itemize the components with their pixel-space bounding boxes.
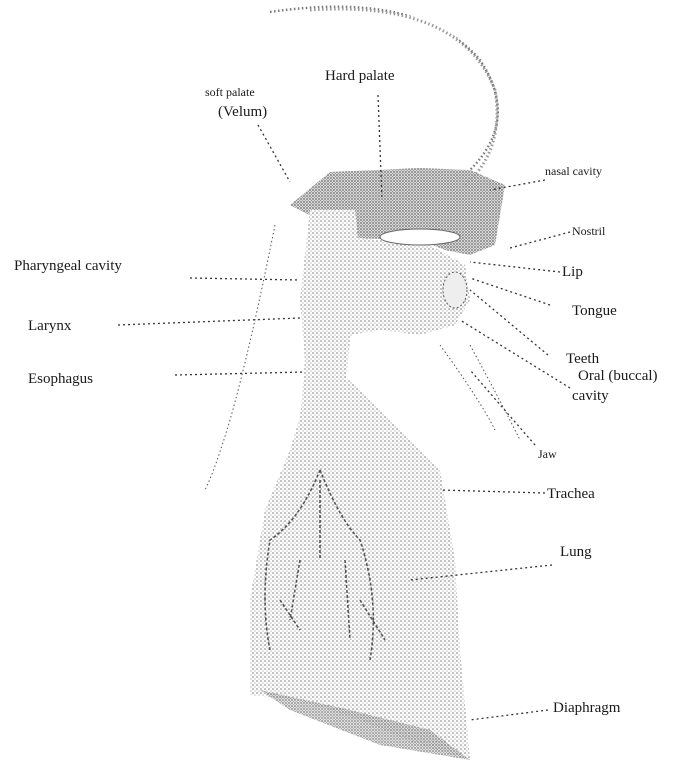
front-outline: [470, 345, 520, 440]
label-tongue: Tongue: [572, 303, 617, 319]
label-lung: Lung: [560, 544, 592, 560]
label-esophagus: Esophagus: [28, 371, 93, 387]
head-outline: [270, 7, 498, 185]
label-velum: (Velum): [218, 104, 267, 120]
label-larynx: Larynx: [28, 318, 72, 334]
nasal-passage: [380, 229, 460, 245]
label-trachea: Trachea: [547, 486, 595, 502]
label-hard-palate: Hard palate: [325, 68, 395, 84]
label-diaphragm: Diaphragm: [553, 700, 621, 716]
label-jaw: Jaw: [538, 447, 557, 461]
label-oral-cavity-2: cavity: [572, 388, 609, 404]
label-teeth: Teeth: [566, 351, 600, 367]
label-pharyngeal-cavity: Pharyngeal cavity: [14, 258, 122, 274]
jaw-outline: [440, 345, 495, 430]
lip-shape: [443, 272, 467, 308]
label-nostril: Nostril: [572, 224, 606, 238]
back-outline: [205, 225, 275, 490]
label-soft-palate: soft palate: [205, 85, 255, 99]
label-nasal-cavity: nasal cavity: [545, 164, 602, 178]
label-lip: Lip: [562, 264, 583, 280]
label-oral-cavity-1: Oral (buccal): [578, 368, 658, 384]
